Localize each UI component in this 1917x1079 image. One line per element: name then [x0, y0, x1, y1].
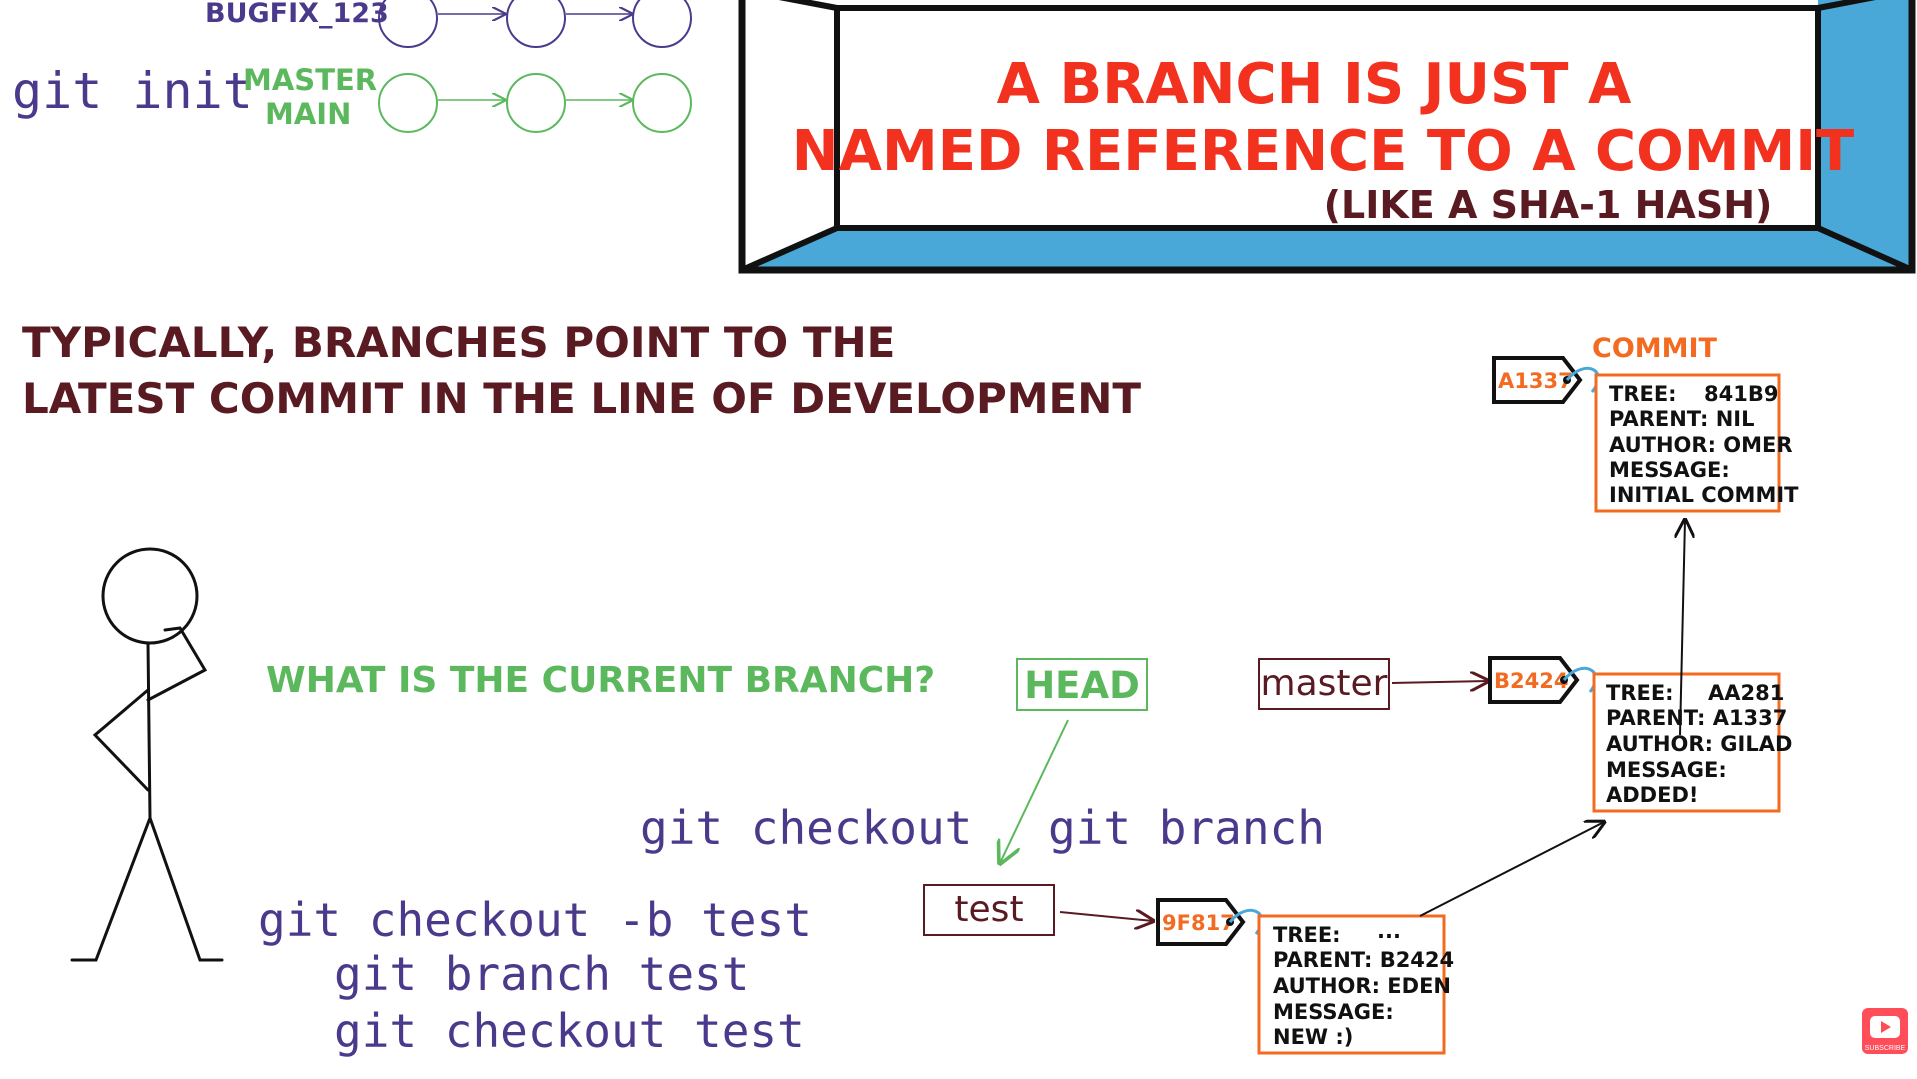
bugfix-commit-3: [632, 0, 692, 48]
git-checkout-test-command: git checkout test: [334, 1004, 805, 1058]
commit-9f817-message-key: MESSAGE:: [1273, 1000, 1394, 1024]
main-label: MAIN: [265, 97, 351, 131]
stick-figure-arm-thinking: [146, 626, 208, 702]
commit-box-a1337: [1594, 373, 1781, 513]
commit-tag-9f817: [1156, 898, 1246, 946]
master-main-branch: MASTER MAIN: [243, 63, 692, 133]
commit-b2424-parent: PARENT: A1337: [1606, 706, 1787, 730]
bugfix-label: BUGFIX_123: [205, 0, 389, 29]
commit-card-a1337: A1337 TREE: 841B9 PARENT: NIL AUTHOR: OM…: [1492, 356, 1799, 513]
banner-outer-frame: [738, 0, 1916, 274]
commit-tag-b2424-label: B2424: [1494, 669, 1568, 693]
heading-line-1: TYPICALLY, BRANCHES POINT TO THE: [22, 318, 895, 367]
head-box: [1016, 658, 1148, 711]
banner-line-3: (LIKE A SHA-1 HASH): [1324, 183, 1773, 227]
stick-figure-leg-right: [148, 816, 224, 962]
stick-figure-head: [101, 547, 199, 645]
stick-figure-body: [146, 641, 152, 820]
commit-a1337-message-key: MESSAGE:: [1609, 458, 1730, 482]
parent-arrow-b2424-to-a1337: [1680, 520, 1685, 736]
commit-9f817-message-val: NEW :): [1273, 1025, 1353, 1049]
main-commit-1: [378, 73, 438, 133]
commit-9f817-tree-key: TREE:: [1273, 923, 1341, 947]
subscribe-icon-play: [1881, 1021, 1891, 1033]
banner-corner-tr: [1817, 0, 1876, 11]
question-text: WHAT IS THE CURRENT BRANCH?: [266, 660, 935, 701]
commit-a1337-tree-key: TREE:: [1609, 382, 1677, 406]
banner: A BRANCH IS JUST A NAMED REFERENCE TO A …: [738, 0, 1916, 274]
main-commit-2: [506, 73, 566, 133]
subscribe-text: SUBSCRIBE: [1865, 1045, 1906, 1052]
commit-b2424-message-val: ADDED!: [1606, 783, 1698, 807]
commit-tag-b2424: [1488, 656, 1580, 704]
banner-corner-br: [1816, 225, 1914, 273]
commit-box-b2424: [1592, 672, 1781, 813]
stick-figure-leg-left: [70, 816, 152, 962]
banner-bottom-side: [742, 228, 1912, 270]
banner-line-2: NAMED REFERENCE TO A COMMIT: [792, 119, 1854, 184]
parent-arrow-9f817-to-b2424: [1419, 822, 1604, 917]
commit-caption: COMMIT: [1592, 333, 1718, 364]
master-pointer-label: master: [1261, 663, 1388, 704]
bugfix-commit-2: [506, 0, 566, 48]
head-label: HEAD: [1024, 664, 1140, 707]
commit-box-9f817: [1257, 914, 1446, 1055]
git-checkout-b-command: git checkout -b test: [258, 893, 812, 947]
test-pointer-label: test: [954, 889, 1023, 930]
bugfix-branch: BUGFIX_123: [205, 0, 692, 48]
commit-tag-a1337-label: A1337: [1498, 369, 1573, 393]
main-commit-3: [632, 73, 692, 133]
git-branch-command: git branch: [1048, 801, 1325, 855]
commit-card-9f817: 9F817 TREE: ... PARENT: B2424 AUTHOR: ED…: [1156, 898, 1454, 1055]
master-label: MASTER: [243, 63, 377, 97]
master-pointer-arrow: [1391, 681, 1488, 683]
commit-b2424-tree-key: TREE:: [1606, 681, 1674, 705]
master-pointer-box: [1258, 658, 1390, 710]
commit-b2424-tree-val: AA281: [1708, 681, 1784, 705]
heading-line-2: LATEST COMMIT IN THE LINE OF DEVELOPMENT: [22, 374, 1141, 423]
commit-a1337-author: AUTHOR: OMER: [1609, 433, 1793, 457]
banner-inner-frame: [834, 5, 1821, 231]
commit-b2424-author: AUTHOR: GILAD: [1606, 732, 1792, 756]
head-arrow: [1000, 719, 1069, 863]
commit-b2424-message-key: MESSAGE:: [1606, 758, 1727, 782]
test-pointer-box: [923, 884, 1055, 936]
commit-a1337-tree-val: 841B9: [1704, 382, 1778, 406]
commit-9f817-author: AUTHOR: EDEN: [1273, 974, 1451, 998]
banner-corner-tl: [778, 0, 838, 11]
youtube-subscribe-icon[interactable]: SUBSCRIBE: [1862, 1008, 1908, 1054]
commit-a1337-message-val: INITIAL COMMIT: [1609, 483, 1799, 507]
git-checkout-command: git checkout: [640, 801, 972, 855]
commit-9f817-tree-val: ...: [1377, 919, 1401, 943]
stick-figure: [70, 547, 224, 962]
banner-corner-bl: [740, 225, 839, 273]
banner-right-side: [1818, 0, 1912, 270]
stick-figure-arm-hip: [92, 688, 150, 792]
commit-9f817-parent: PARENT: B2424: [1273, 948, 1454, 972]
banner-line-1: A BRANCH IS JUST A: [997, 52, 1632, 117]
commit-tag-9f817-label: 9F817: [1162, 911, 1235, 935]
bugfix-commit-1: [378, 0, 438, 48]
test-pointer-arrow: [1059, 912, 1153, 921]
git-init-command: git init: [12, 62, 253, 120]
commit-card-b2424: B2424 TREE: AA281 PARENT: A1337 AUTHOR: …: [1488, 656, 1792, 813]
commit-a1337-parent: PARENT: NIL: [1609, 407, 1754, 431]
git-branch-test-command: git branch test: [334, 947, 749, 1001]
commit-tag-a1337: [1492, 356, 1583, 404]
